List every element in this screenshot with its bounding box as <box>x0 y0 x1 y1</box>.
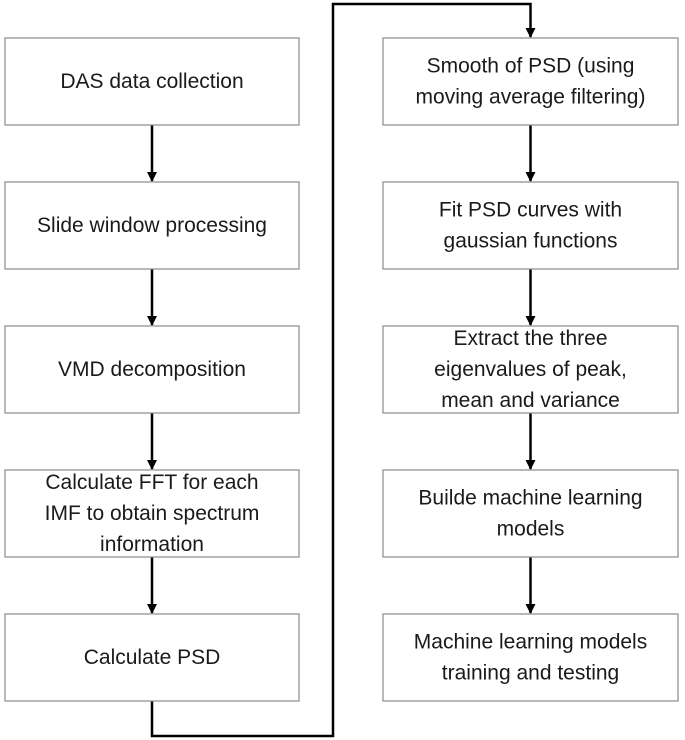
flow-step-das-data-collection: DAS data collection <box>4 37 300 126</box>
flow-step-label: IMF to obtain spectrum <box>45 502 260 525</box>
flow-step-extract-eigenvalues: Extract the three eigenvalues of peak, mea… <box>382 325 679 414</box>
flow-step-ml-training-testing: Machine learning models training and test… <box>382 613 679 702</box>
flow-step-label: training and testing <box>442 662 619 685</box>
flow-step-label: Calculate PSD <box>84 646 221 669</box>
flow-step-box <box>382 469 679 558</box>
flow-step-label: Calculate FFT for each <box>45 471 258 494</box>
flow-step-label: Extract the three <box>453 327 607 350</box>
flow-step-box <box>382 37 679 126</box>
flow-step-label: mean and variance <box>441 389 620 412</box>
flow-arrows <box>147 2 536 738</box>
flow-step-box <box>4 469 300 558</box>
flow-step-label: eigenvalues of peak, <box>434 358 627 381</box>
flow-step-label: Builde machine learning <box>418 487 642 510</box>
flow-step-box <box>4 325 300 414</box>
flow-step-label: moving average filtering) <box>416 86 646 109</box>
flow-step-box <box>4 37 300 126</box>
flow-step-fit-psd-curves: Fit PSD curves with gaussian functions <box>382 181 679 270</box>
flow-step-build-ml-models: Builde machine learning models <box>382 469 679 558</box>
flow-step-box <box>4 613 300 702</box>
flow-step-vmd-decomposition: VMD decomposition <box>4 325 300 414</box>
flow-step-smooth-psd: Smooth of PSD (using moving average filte… <box>382 37 679 126</box>
flow-step-label: Fit PSD curves with <box>439 199 622 222</box>
flow-step-label: Smooth of PSD (using <box>427 55 635 78</box>
flow-step-box <box>382 613 679 702</box>
flow-step-label: Slide window processing <box>37 214 267 237</box>
flow-step-label: gaussian functions <box>444 230 618 253</box>
flow-step-label: VMD decomposition <box>58 358 246 381</box>
flow-step-label: Machine learning models <box>414 631 647 654</box>
column-connector-arrow <box>150 2 536 738</box>
flow-step-label: models <box>497 518 565 541</box>
flow-step-box <box>382 181 679 270</box>
flow-step-box <box>4 181 300 270</box>
flow-step-slide-window-processing: Slide window processing <box>4 181 300 270</box>
flow-step-calculate-psd: Calculate PSD <box>4 613 300 702</box>
flow-step-label: information <box>100 533 204 556</box>
flow-step-box <box>382 325 679 414</box>
flow-step-label: DAS data collection <box>60 70 243 93</box>
